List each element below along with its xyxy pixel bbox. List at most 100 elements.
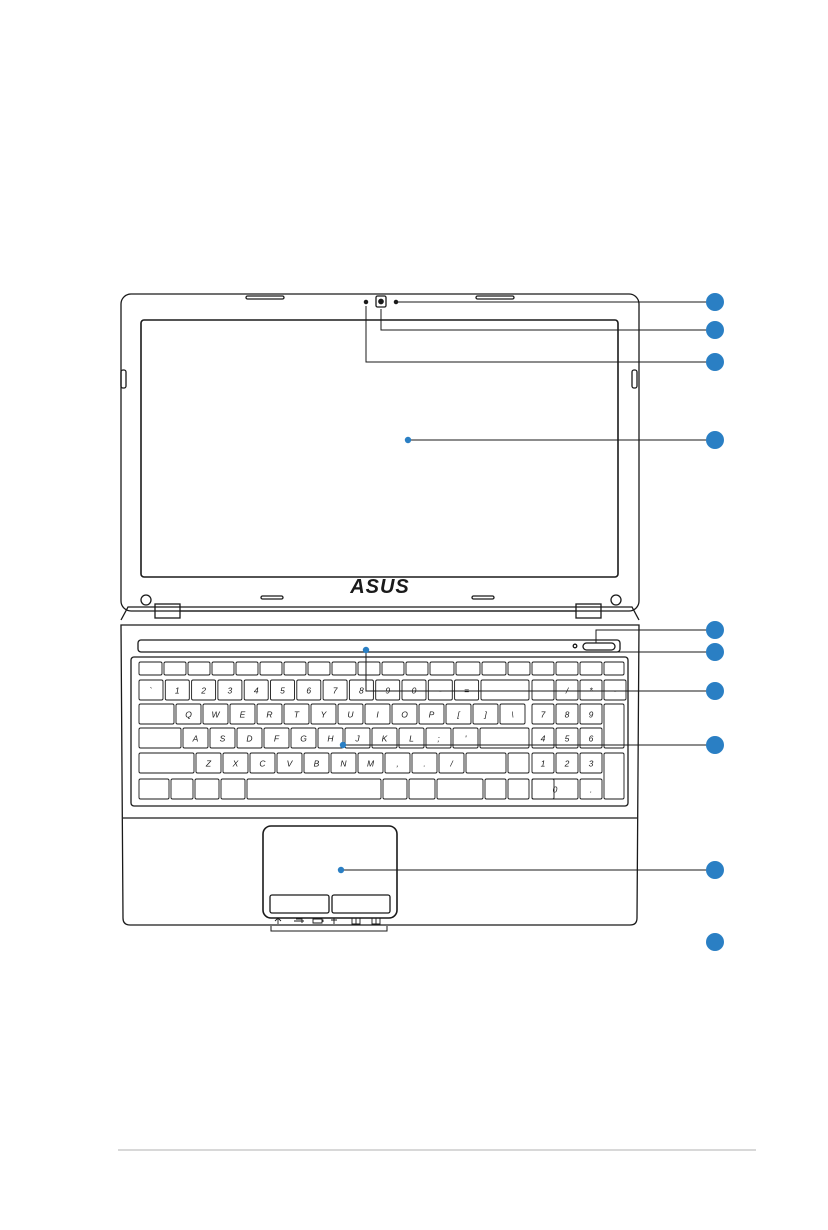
numpad-key-1-0: 4 (531, 727, 555, 749)
key-row4-4-label: B (314, 759, 320, 769)
status-indicators (274, 917, 381, 925)
lid-side-latch-right (631, 369, 638, 389)
function-key-12 (405, 661, 429, 676)
key-row3-4: G (290, 727, 317, 749)
numpad-key-1-2: 6 (579, 727, 603, 749)
numpad-key-1-2-label: 6 (589, 734, 594, 744)
num-lock-key (531, 679, 555, 701)
key-row3-0: A (182, 727, 209, 749)
key-row2-6: U (337, 703, 364, 725)
webcam (375, 295, 387, 308)
numpad-key-0-1-label: 8 (565, 710, 570, 720)
numpad-enter-key (603, 752, 625, 800)
function-key-8 (307, 661, 331, 676)
laptop-base (120, 624, 640, 926)
laptop-lid (120, 293, 640, 612)
windows-key (194, 778, 220, 800)
function-key-1 (138, 661, 163, 676)
key-row2-11: ] (472, 703, 499, 725)
power-button (582, 642, 616, 651)
callout-marker-power-indicator (706, 643, 724, 661)
numpad-key-1-0-label: 4 (541, 734, 546, 744)
numpad-key-0-2-label: 9 (589, 710, 594, 720)
key-row4-8: . (411, 752, 438, 774)
base-outline (120, 624, 640, 926)
function-key-15 (481, 661, 507, 676)
power-indicator-icon (331, 918, 337, 924)
keyboard-well (130, 656, 629, 807)
key-row1-5: 5 (270, 679, 295, 701)
numpad-key-1-1: 5 (555, 727, 579, 749)
function-key-3 (187, 661, 211, 676)
numpad-top-2: - (603, 679, 627, 701)
key-row4-5-label: N (340, 759, 347, 769)
function-key-19 (579, 661, 603, 676)
numpad-key-3-1-label: . (590, 785, 592, 795)
key-row2-10-label: [ (456, 710, 461, 720)
function-key-6 (259, 661, 283, 676)
key-row4-1: X (222, 752, 249, 774)
webcam-lens (378, 298, 384, 305)
display-panel (140, 319, 619, 578)
lid-slot-bottom-left (260, 595, 284, 600)
key-row4-9-label: / (449, 759, 454, 769)
key-row1-11: - (427, 679, 453, 701)
touchpad-left-button (269, 894, 330, 914)
key-row3-7-label: K (382, 734, 388, 744)
callout-marker-keyboard (706, 736, 724, 754)
key-row1-8-label: 8 (359, 686, 364, 696)
callout-marker-touchpad (706, 861, 724, 879)
touchpad-right-button (331, 894, 391, 914)
key-row1-3: 3 (217, 679, 243, 701)
key-row2-8-label: O (401, 710, 408, 720)
key-row3-6: J (344, 727, 371, 749)
numpad-key-2-1-label: 2 (564, 759, 570, 769)
arrow-left-key (484, 778, 507, 800)
leader-power-button (595, 629, 712, 643)
drive-activity-indicator-icon (294, 918, 304, 923)
key-row1-5-label: 5 (280, 686, 285, 696)
key-row1-2-label: 2 (200, 686, 206, 696)
key-row1-6-label: 6 (306, 686, 311, 696)
callout-marker-power-button (706, 621, 724, 639)
key-row2-8: O (391, 703, 418, 725)
function-key-13 (429, 661, 455, 676)
key-row4-9: / (438, 752, 465, 774)
lid-slot-bottom-right (471, 595, 495, 600)
ctrl-right-key (436, 778, 484, 800)
key-row3-5: H (317, 727, 344, 749)
key-row3-9-label: ; (437, 734, 440, 744)
key-row4-6-label: M (367, 759, 375, 769)
lid-side-latch-left (120, 369, 127, 389)
key-row3-2: D (236, 727, 263, 749)
callout-marker-display-panel (706, 431, 724, 449)
function-key-9 (331, 661, 357, 676)
key-row1-8: 8 (348, 679, 374, 701)
numpad-key-0-2: 9 (579, 703, 603, 725)
enter-key (479, 727, 530, 749)
key-row2-10: [ (445, 703, 472, 725)
key-row3-8: L (398, 727, 425, 749)
key-row1-4: 4 (243, 679, 269, 701)
microphone (363, 299, 369, 305)
numpad-key-3-1: . (579, 778, 603, 800)
battery-indicator-icon (312, 918, 324, 924)
key-row2-6-label: U (347, 710, 354, 720)
left-shift-key (138, 752, 195, 774)
key-row4-6: M (357, 752, 384, 774)
key-row2-5: Y (310, 703, 337, 725)
callout-marker-webcam (706, 321, 724, 339)
ctrl-left-key (138, 778, 170, 800)
key-row2-7-label: I (376, 710, 379, 720)
key-row2-11-label: ] (483, 710, 487, 720)
right-shift-key (465, 752, 507, 774)
numpad-key-2-2-label: 3 (589, 759, 594, 769)
key-row1-3-label: 3 (228, 686, 233, 696)
function-key-20 (603, 661, 625, 676)
key-row3-1: S (209, 727, 236, 749)
hinge-area (120, 603, 640, 621)
key-row1-0-label: ` (150, 686, 153, 696)
function-key-16 (507, 661, 531, 676)
key-row2-0-label: Q (185, 710, 192, 720)
